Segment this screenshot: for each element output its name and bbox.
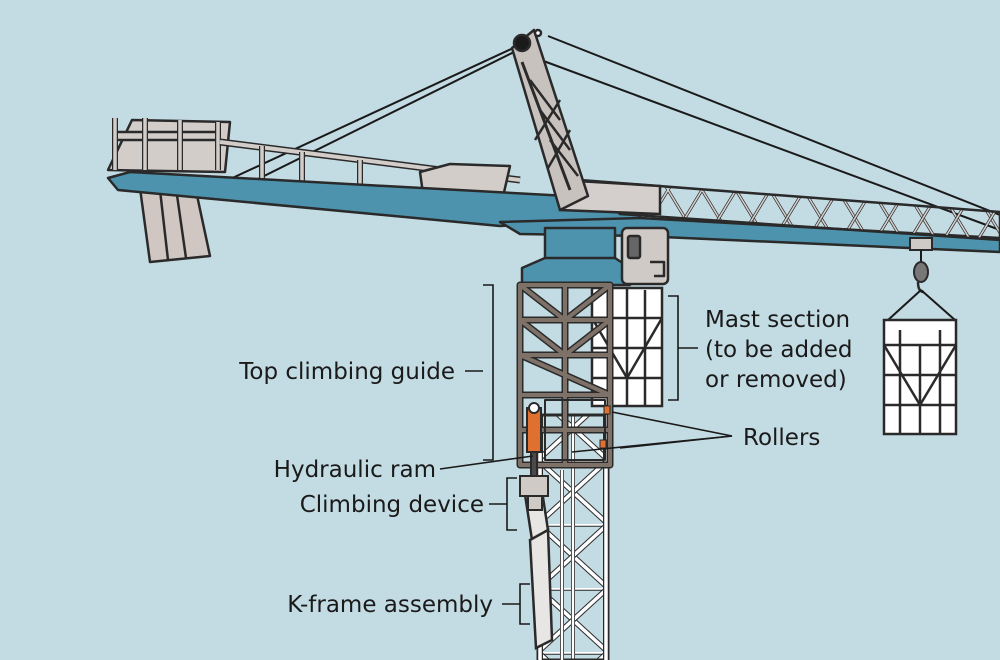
climbing-device	[519, 475, 549, 511]
climbing-frame	[516, 281, 614, 469]
label-climbing-device: Climbing device	[300, 492, 484, 518]
label-mast-section-2: (to be added	[705, 337, 852, 363]
jib-beam	[106, 170, 1000, 254]
label-k-frame-assembly: K-frame assembly	[287, 592, 493, 618]
hydraulic-ram	[526, 402, 542, 479]
hanging-mast-section	[882, 318, 958, 436]
label-rollers: Rollers	[743, 425, 820, 451]
operator-cab	[620, 226, 670, 286]
mast-section-inserted	[590, 286, 664, 408]
cat-head	[510, 28, 590, 212]
label-leaders	[439, 284, 733, 625]
slewing-unit	[520, 226, 632, 287]
rollers	[599, 405, 611, 449]
sheave-icon	[512, 33, 532, 53]
roller-icon	[599, 439, 607, 449]
label-hydraulic-ram: Hydraulic ram	[274, 457, 436, 483]
trolley-and-hook	[887, 237, 956, 321]
label-mast-section-3: or removed)	[705, 367, 847, 393]
counter-jib	[106, 118, 521, 264]
label-mast-section-1: Mast section	[705, 307, 850, 333]
roller-icon	[603, 405, 611, 415]
pendant-cables	[227, 35, 1000, 231]
label-top-climbing-guide: Top climbing guide	[238, 359, 455, 385]
